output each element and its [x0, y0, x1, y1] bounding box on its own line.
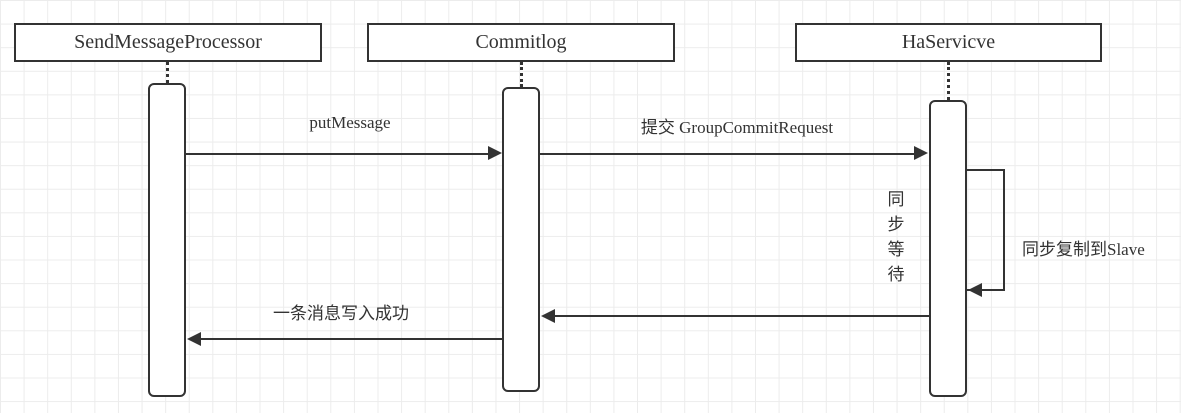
message-line-putmessage [186, 153, 490, 155]
lifeline-dotted-haservicve [947, 62, 950, 100]
message-line-write-success [201, 338, 502, 340]
message-label-sync-copy-to-slave: 同步复制到Slave [1022, 240, 1145, 259]
lifeline-dotted-commitlog [520, 62, 523, 87]
activation-bar-haservicve [929, 100, 967, 397]
lifeline-header-sendmessageprocessor: SendMessageProcessor [14, 23, 322, 62]
arrowhead-right-icon [488, 146, 502, 160]
message-line-groupcommitrequest [540, 153, 916, 155]
message-label-putmessage: putMessage [309, 113, 391, 132]
lifeline-dotted-sendmessageprocessor [166, 62, 169, 83]
message-label-groupcommitrequest: 提交 GroupCommitRequest [640, 118, 834, 137]
lifeline-header-haservicve: HaServicve [795, 23, 1102, 62]
activation-bar-commitlog [502, 87, 540, 392]
self-message-loop [967, 169, 1005, 291]
arrowhead-left-icon [541, 309, 555, 323]
annotation-sync-wait: 同步等待 [887, 190, 905, 284]
activation-bar-sendmessageprocessor [148, 83, 186, 397]
lifeline-header-commitlog: Commitlog [367, 23, 675, 62]
message-label-write-success: 一条消息写入成功 [273, 304, 409, 323]
message-line-return-to-commitlog [555, 315, 929, 317]
arrowhead-right-icon [914, 146, 928, 160]
arrowhead-left-icon [968, 283, 982, 297]
arrowhead-left-icon [187, 332, 201, 346]
